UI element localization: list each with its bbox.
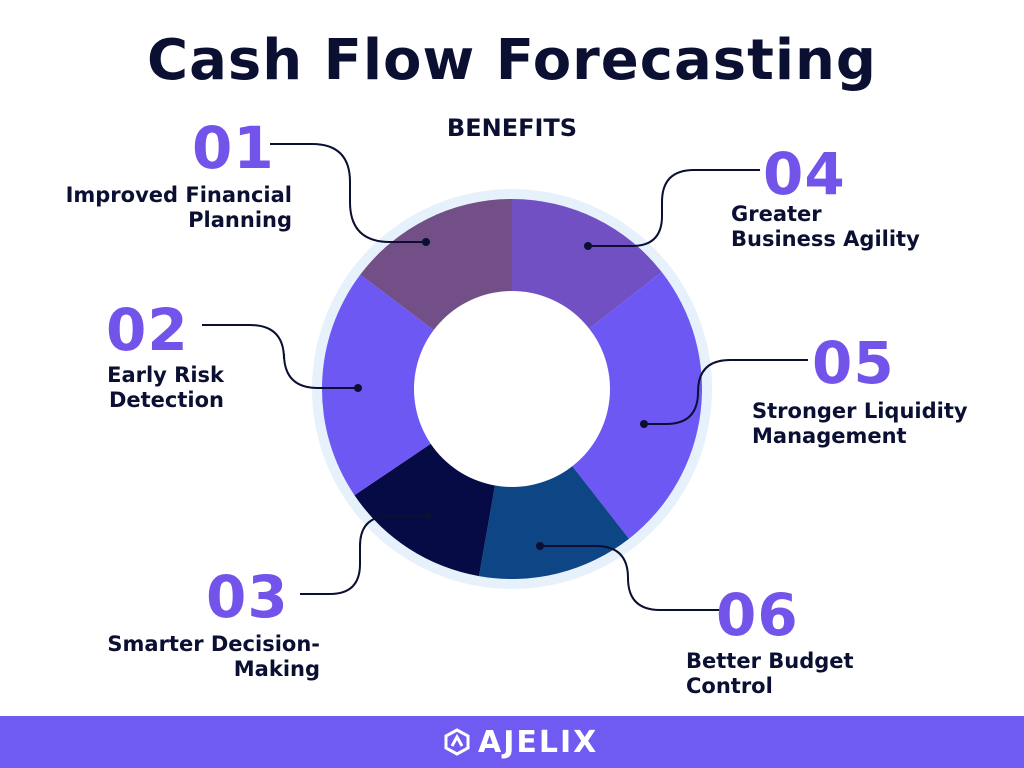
benefit-label-06: Better Budget Control [686, 649, 854, 698]
connector-dot-04 [584, 242, 592, 250]
connector-dot-02 [354, 384, 362, 392]
benefit-number-06: 06 [716, 581, 799, 649]
connector-dot-05 [640, 420, 648, 428]
benefit-number-02: 02 [106, 296, 189, 364]
benefit-label-02: Early Risk Detection [107, 363, 224, 412]
benefit-number-04: 04 [763, 140, 846, 208]
footer-bar: AJELIX [0, 716, 1024, 768]
connector-dot-06 [536, 542, 544, 550]
page-subtitle: BENEFITS [446, 114, 578, 142]
connector-05 [644, 359, 808, 425]
connector-dot-01 [422, 238, 430, 246]
donut-diagram [202, 143, 808, 611]
benefit-number-03: 03 [206, 563, 289, 631]
connector-02 [202, 324, 358, 389]
ajelix-logo: AJELIX [442, 724, 598, 760]
benefit-label-01: Improved Financial Planning [65, 183, 292, 232]
benefit-number-05: 05 [812, 329, 895, 397]
connector-01 [270, 143, 426, 243]
donut-hole [414, 291, 610, 487]
benefit-label-05: Stronger Liquidity Management [752, 399, 968, 448]
ajelix-logo-icon [444, 728, 470, 756]
benefit-label-03: Smarter Decision- Making [107, 632, 320, 681]
benefit-number-01: 01 [192, 114, 275, 182]
connector-dot-03 [424, 512, 432, 520]
connector-06 [540, 545, 720, 611]
benefit-label-04: Greater Business Agility [731, 202, 920, 251]
logo-text: AJELIX [478, 724, 599, 760]
page-title: Cash Flow Forecasting [146, 28, 878, 93]
connector-03 [300, 515, 428, 595]
connector-04 [588, 169, 760, 247]
